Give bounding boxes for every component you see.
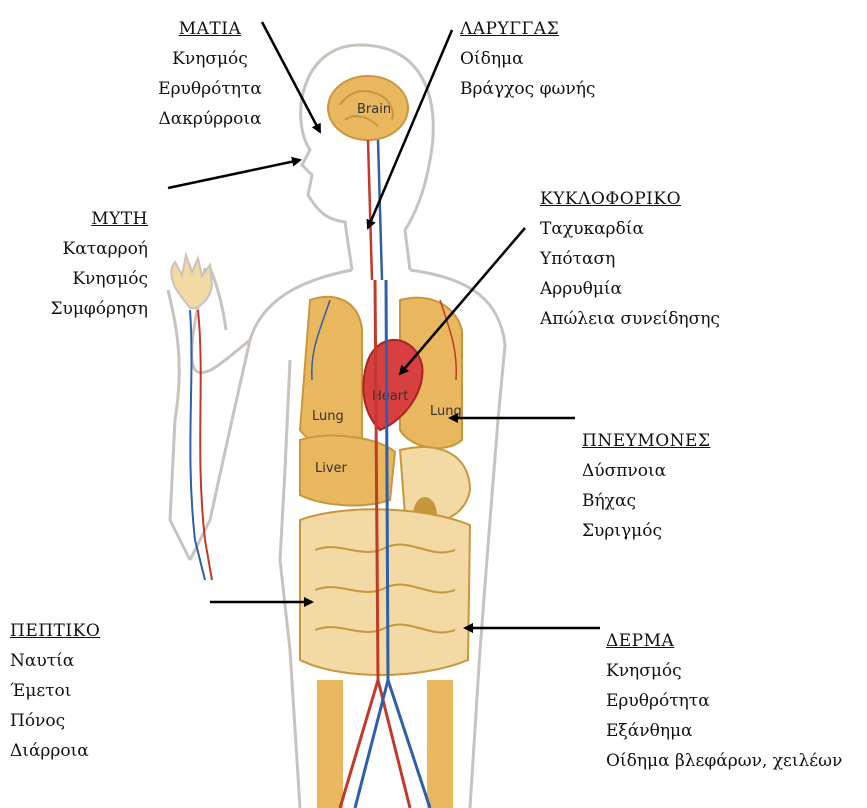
group-lungs-item: Βήχας xyxy=(582,486,782,516)
group-circulatory-item: Υπόταση xyxy=(540,244,800,274)
group-eyes: ΜΑΤΙΑ Κνησμός Ερυθρότητα Δακρύρροια xyxy=(135,14,285,134)
group-digestive-item: Πόνος xyxy=(10,706,170,736)
group-circulatory: ΚΥΚΛΟΦΟΡΙΚΟ Ταχυκαρδία Υπόταση Αρρυθμία … xyxy=(540,184,800,334)
group-nose: ΜΥΤΗ Καταρροή Κνησμός Συμφόρηση xyxy=(10,204,148,324)
group-nose-item: Καταρροή xyxy=(10,234,148,264)
lung-left xyxy=(300,297,362,448)
group-nose-item: Συμφόρηση xyxy=(10,294,148,324)
liver-label: Liver xyxy=(315,461,348,476)
group-larynx-item: Βράγχος φωνής xyxy=(460,74,660,104)
group-eyes-item: Δακρύρροια xyxy=(135,104,285,134)
group-digestive-item: Ναυτία xyxy=(10,646,170,676)
group-larynx-title: ΛΑΡΥΓΓΑΣ xyxy=(460,14,660,44)
heart-label: Heart xyxy=(372,389,408,404)
lung-left-label: Lung xyxy=(312,409,344,424)
group-nose-title: ΜΥΤΗ xyxy=(10,204,148,234)
group-circulatory-item: Ταχυκαρδία xyxy=(540,214,800,244)
group-digestive-title: ΠΕΠΤΙΚΟ xyxy=(10,616,170,646)
group-digestive: ΠΕΠΤΙΚΟ Ναυτία Έμετοι Πόνος Διάρροια xyxy=(10,616,170,766)
group-larynx: ΛΑΡΥΓΓΑΣ Οίδημα Βράγχος φωνής xyxy=(460,14,660,104)
group-lungs-title: ΠΝΕΥΜΟΝΕΣ xyxy=(582,426,782,456)
group-circulatory-item: Απώλεια συνείδησης xyxy=(540,304,800,334)
raised-hand xyxy=(171,255,212,308)
group-skin-title: ΔΕΡΜΑ xyxy=(606,626,861,656)
group-eyes-item: Κνησμός xyxy=(135,44,285,74)
group-lungs-item: Συριγμός xyxy=(582,516,782,546)
group-skin-item: Κνησμός xyxy=(606,656,861,686)
abdomen-organs: Liver xyxy=(300,436,470,808)
group-eyes-title: ΜΑΤΙΑ xyxy=(135,14,285,44)
group-lungs: ΠΝΕΥΜΟΝΕΣ Δύσπνοια Βήχας Συριγμός xyxy=(582,426,782,546)
group-skin-item: Εξάνθημα xyxy=(606,716,861,746)
group-skin-item: Οίδημα βλεφάρων, χειλέων xyxy=(606,746,861,776)
arrow-nose xyxy=(168,160,300,188)
brain-label: Brain xyxy=(357,102,391,117)
group-nose-item: Κνησμός xyxy=(10,264,148,294)
group-larynx-item: Οίδημα xyxy=(460,44,660,74)
group-skin-item: Ερυθρότητα xyxy=(606,686,861,716)
group-digestive-item: Έμετοι xyxy=(10,676,170,706)
group-circulatory-title: ΚΥΚΛΟΦΟΡΙΚΟ xyxy=(540,184,800,214)
group-skin: ΔΕΡΜΑ Κνησμός Ερυθρότητα Εξάνθημα Οίδημα… xyxy=(606,626,861,776)
group-circulatory-item: Αρρυθμία xyxy=(540,274,800,304)
group-digestive-item: Διάρροια xyxy=(10,736,170,766)
group-lungs-item: Δύσπνοια xyxy=(582,456,782,486)
group-eyes-item: Ερυθρότητα xyxy=(135,74,285,104)
brain: Brain xyxy=(328,76,408,140)
